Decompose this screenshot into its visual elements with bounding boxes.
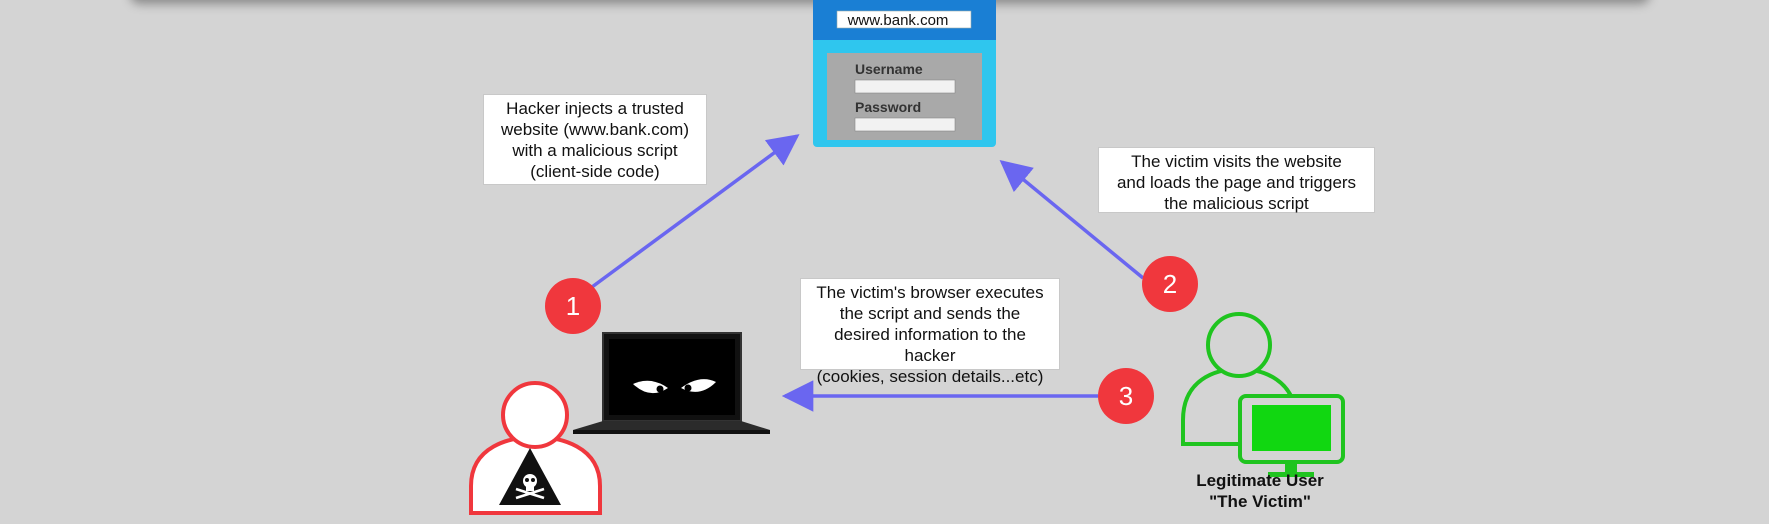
victim-label: Legitimate User "The Victim" <box>1196 471 1324 511</box>
bank-website-window: www.bank.com Username Password <box>813 0 996 147</box>
password-field <box>854 117 956 132</box>
username-field <box>854 79 956 94</box>
step-1-badge: 1 <box>545 278 601 334</box>
url-bar <box>836 10 972 29</box>
laptop-icon <box>573 332 770 434</box>
step-1-callout: Hacker injects a trusted website (www.ba… <box>483 94 707 185</box>
username-label: Username <box>855 61 923 77</box>
arrow-step-2 <box>999 159 1145 280</box>
step-2-callout: The victim visits the website and loads … <box>1098 147 1375 213</box>
hacker-figure <box>469 381 602 515</box>
arrow-step-1 <box>590 134 800 289</box>
password-label: Password <box>855 99 921 115</box>
step-3-badge: 3 <box>1098 368 1154 424</box>
step-3-callout: The victim's browser executes the script… <box>800 278 1060 386</box>
monitor-icon <box>1238 394 1345 477</box>
url-text: www.bank.com <box>847 12 949 29</box>
step-2-badge: 2 <box>1142 256 1198 312</box>
